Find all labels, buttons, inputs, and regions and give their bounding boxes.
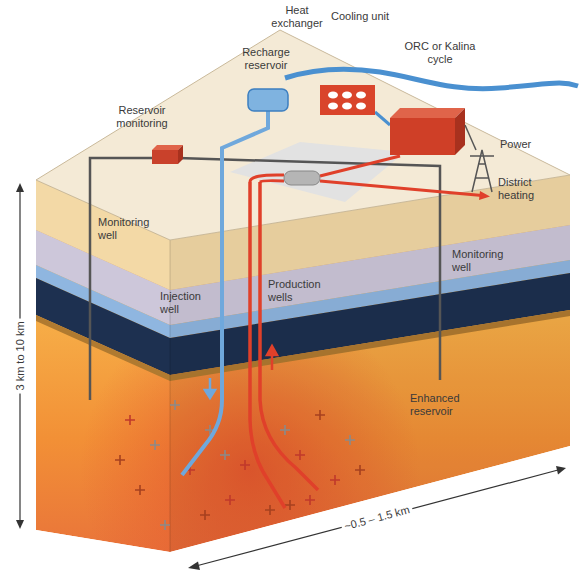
label-anchor: ~0.5 – 1.5 km xyxy=(340,503,414,534)
component-label: ORC or Kalina cycle xyxy=(398,40,482,65)
label-anchor: Power xyxy=(500,138,550,151)
component-label: Power xyxy=(500,138,550,151)
production-well xyxy=(260,182,318,490)
label-anchor: 3 km to 10 km xyxy=(14,318,27,393)
monitoring-well-left xyxy=(90,158,152,400)
component-label: Reservoir monitoring xyxy=(98,104,186,129)
label-anchor: Heat exchanger xyxy=(262,4,332,29)
region-label: Enhanced reservoir xyxy=(410,392,490,417)
component-label: Heat exchanger xyxy=(262,4,332,29)
production-well xyxy=(250,182,285,508)
label-anchor: Monitoring well xyxy=(452,248,518,273)
well-label: Injection well xyxy=(160,290,216,315)
arrowhead xyxy=(479,191,490,200)
well-label: Monitoring well xyxy=(98,216,162,241)
label-anchor: ORC or Kalina cycle xyxy=(398,40,482,65)
monitoring-well-right xyxy=(178,158,440,380)
label-anchor: Reservoir monitoring xyxy=(98,104,186,129)
plant-pad xyxy=(230,142,405,202)
heat-exchanger xyxy=(284,171,320,185)
orc-plant xyxy=(390,108,465,155)
cooling-unit xyxy=(320,85,375,115)
well-label: Monitoring well xyxy=(452,248,518,273)
district-heating-pipe xyxy=(320,181,482,196)
fracture-marks xyxy=(115,400,365,530)
label-anchor: Monitoring well xyxy=(98,216,162,241)
label-anchor: Recharge reservoir xyxy=(226,46,306,71)
well-label: Production wells xyxy=(268,278,334,303)
flow-arrow-up xyxy=(267,346,277,370)
rock-strata xyxy=(36,175,570,552)
component-label: District heating xyxy=(498,176,570,201)
hot-pipe xyxy=(320,156,400,176)
label-anchor: Enhanced reservoir xyxy=(410,392,490,417)
power-wire xyxy=(465,125,476,150)
production-pipe xyxy=(250,175,284,182)
label-anchor: District heating xyxy=(498,176,570,201)
label-anchor: Cooling unit xyxy=(330,10,390,23)
recharge-reservoir xyxy=(248,89,288,111)
cooling-pipe xyxy=(375,112,390,125)
power-tower xyxy=(470,150,494,192)
component-label: Cooling unit xyxy=(330,10,390,23)
dimension-label: 3 km to 10 km xyxy=(14,318,27,393)
ground-surface xyxy=(36,30,570,240)
label-anchor: Production wells xyxy=(268,278,334,303)
dimension-label: ~0.5 – 1.5 km xyxy=(340,503,414,534)
reservoir-monitoring-building xyxy=(152,145,183,164)
flow-arrow-down xyxy=(205,378,215,398)
label-anchor: Injection well xyxy=(160,290,216,315)
component-label: Recharge reservoir xyxy=(226,46,306,71)
width-dimension xyxy=(188,466,566,570)
